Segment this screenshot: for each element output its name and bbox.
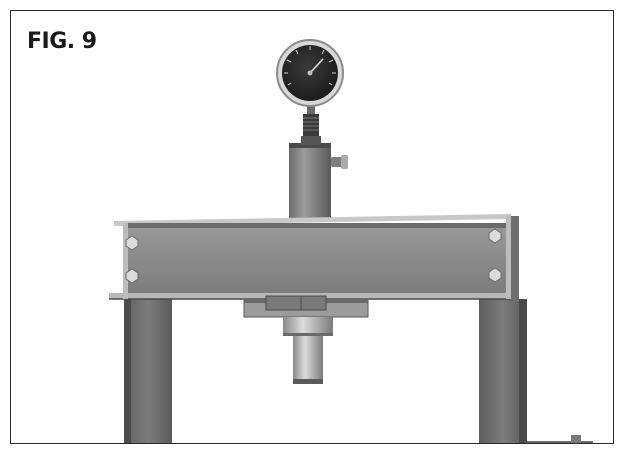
ram-carriage — [243, 295, 369, 318]
base-bracket — [527, 435, 593, 443]
figure-label: FIG. 9 — [27, 29, 97, 54]
pressure-gauge — [276, 39, 344, 107]
figure-frame: FIG. 9 — [10, 10, 614, 444]
frame-bolts — [125, 228, 502, 284]
ram-piston — [283, 317, 333, 384]
left-frame-leg — [124, 299, 172, 443]
top-crossbar — [109, 214, 511, 300]
hydraulic-cylinder — [289, 143, 348, 221]
press-photo — [109, 39, 593, 443]
gauge-stem — [301, 106, 321, 145]
